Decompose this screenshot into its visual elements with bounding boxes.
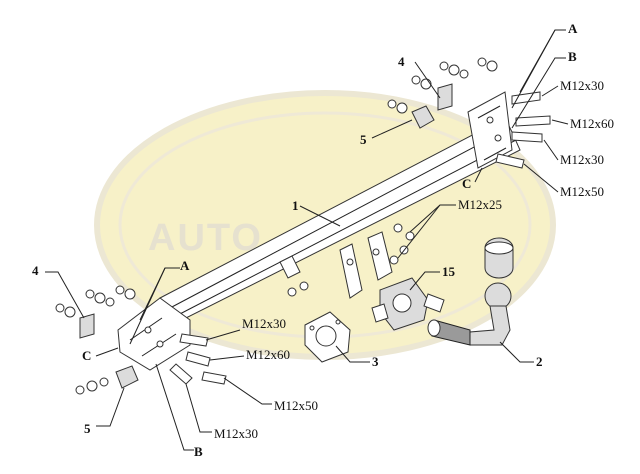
label-B-top: B	[568, 49, 577, 64]
label-m12x25: M12x25	[458, 197, 502, 212]
right-side-bracket	[467, 91, 513, 169]
label-m12x30-left-2: M12x30	[214, 426, 258, 441]
label-m12x50-left: M12x50	[274, 398, 318, 413]
label-m12x60-left: M12x60	[246, 347, 290, 362]
label-m12x60-right: M12x60	[570, 116, 614, 131]
right-bolts	[495, 91, 551, 169]
label-m12x30-left-1: M12x30	[242, 316, 286, 331]
leader-lines	[45, 29, 569, 451]
label-m12x30-right-2: M12x30	[560, 152, 604, 167]
label-C-left: C	[82, 348, 91, 363]
crossbar-part-1	[159, 117, 521, 323]
electrical-socket-part-15	[371, 277, 445, 331]
label-3: 3	[372, 354, 379, 369]
label-5-top: 5	[360, 132, 367, 147]
label-1: 1	[292, 198, 299, 213]
label-A-left: A	[180, 258, 190, 273]
left-side-bracket	[117, 297, 191, 371]
labels: A B 4 M12x30 M12x60 5 M12x30 C M12x50 1 …	[32, 21, 614, 459]
label-m12x30-right-1: M12x30	[560, 78, 604, 93]
label-C-right: C	[462, 176, 471, 191]
label-m12x50-right: M12x50	[560, 184, 604, 199]
center-bolts	[287, 223, 415, 297]
right-washers	[387, 57, 498, 129]
label-15: 15	[442, 264, 456, 279]
center-brackets	[339, 231, 393, 299]
label-A-top: A	[568, 21, 578, 36]
watermark-text: AUTO	[148, 217, 263, 259]
label-4-top: 4	[398, 54, 405, 69]
left-bolts	[169, 333, 227, 385]
label-2: 2	[536, 354, 543, 369]
left-washers	[55, 285, 139, 395]
label-4-left: 4	[32, 263, 39, 278]
tow-ball-part-2	[427, 237, 514, 346]
label-5-bottom: 5	[84, 421, 91, 436]
label-B-bottom: B	[194, 444, 203, 459]
